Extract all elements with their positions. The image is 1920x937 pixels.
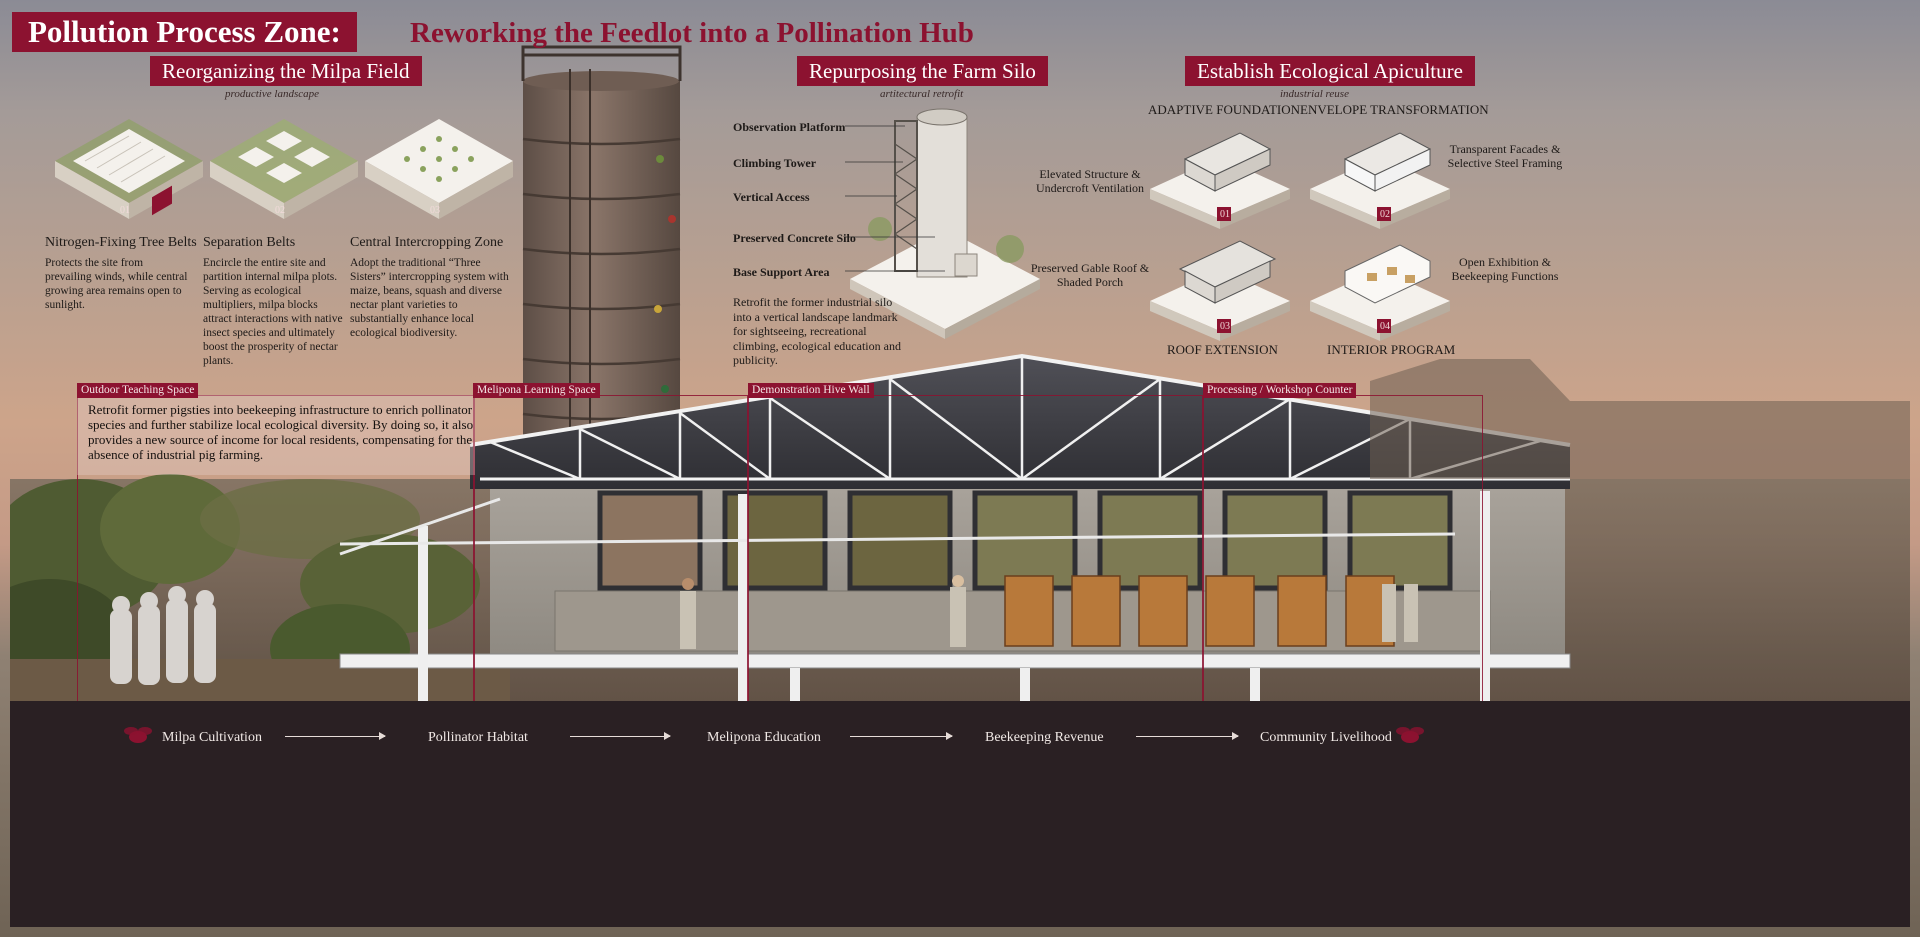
silo-diagram [845,108,1040,339]
barn-building [339,353,1571,718]
vegetation-left [10,474,510,704]
silo-label-vertical: Vertical Access [733,190,810,204]
background-scenery [10,45,1910,718]
milpa-num-01: 01 [120,205,130,216]
zone-hive-wall [748,395,1203,705]
milpa-item-desc-01: Protects the site from prevailing winds,… [45,257,188,311]
flow-bar [10,701,1910,927]
apiculture-num-02: 02 [1380,209,1390,220]
zone-melipona-learning [473,395,748,705]
silo-label-preserved: Preserved Concrete Silo [733,231,856,245]
apiculture-diagram-02 [1310,132,1450,229]
silo-label-observation: Observation Platform [733,120,846,134]
zone-tag-melipona-learning: Melipona Learning Space [473,383,600,398]
milpa-num-02: 02 [275,205,285,216]
flow-step-melipona: Melipona Education [707,730,821,745]
page-subtitle: Reworking the Feedlot into a Pollination… [410,17,974,49]
milpa-item-desc-02: Encircle the entire site and partition i… [203,257,343,367]
silo-description: Retrofit the former industrial silo into… [733,295,901,367]
zone-processing [1203,395,1483,705]
flow-arrow-4 [1136,732,1239,740]
teaching-text-panel [77,395,475,475]
milpa-item-desc-03: Adopt the traditional “Three Sisters” in… [350,257,509,339]
milpa-item-name-01: Nitrogen-Fixing Tree Belts [45,235,197,250]
caption-adaptive-foundation: ADAPTIVE FOUNDATION [1148,102,1301,117]
teaching-description: Retrofit former pigsties into beekeeping… [88,402,474,462]
silo-label-base: Base Support Area [733,265,830,279]
milpa-num-03: 03 [430,205,440,216]
poster: Pollution Process Zone: Reworking the Fe… [10,9,1910,927]
milpa-item-name-02: Separation Belts [203,235,296,250]
apiculture-num-03: 03 [1220,321,1230,332]
flow-step-beekeeping: Beekeeping Revenue [985,730,1104,745]
milpa-tag: productive landscape [225,88,319,100]
silo-label-climbing: Climbing Tower [733,156,817,170]
flow-arrow-1 [285,732,386,740]
silo-tag: artitectural retrofit [880,88,964,100]
label-open-exhibition: Open Exhibition & Beekeeping Functions [1451,255,1559,283]
milpa-diagram-01 [55,119,203,219]
milpa-diagram-02 [210,119,358,219]
flow-step-milpa: Milpa Cultivation [162,730,262,745]
milpa-item-name-03: Central Intercropping Zone [350,235,504,250]
apiculture-num-01: 01 [1220,209,1230,220]
page-title: Pollution Process Zone: [12,12,357,52]
zone-tag-hive-wall: Demonstration Hive Wall [748,383,874,398]
beekeepers-group [110,586,216,685]
label-preserved-gable: Preserved Gable Roof & Shaded Porch [1030,261,1150,289]
milpa-diagram-03 [365,119,513,219]
apiculture-diagram-04 [1310,244,1450,341]
label-elevated-structure: Elevated Structure & Undercroft Ventilat… [1035,167,1145,195]
milpa-header: Reorganizing the Milpa Field [150,56,422,86]
apiculture-header: Establish Ecological Apiculture [1185,56,1475,86]
flow-step-pollinator: Pollinator Habitat [428,730,528,745]
caption-roof-extension: ROOF EXTENSION [1167,342,1278,357]
apiculture-tag: industrial reuse [1280,88,1349,100]
apiculture-diagram-03 [1150,240,1290,341]
bee-icon-right [1396,727,1424,743]
caption-envelope-transformation: ENVELOPE TRANSFORMATION [1300,102,1489,117]
zone-tag-outdoor-teaching: Outdoor Teaching Space [77,383,199,398]
label-transparent-facades: Transparent Facades & Selective Steel Fr… [1447,142,1563,170]
caption-interior-program: INTERIOR PROGRAM [1327,342,1456,357]
bee-icon-left [124,727,152,743]
zone-tag-processing: Processing / Workshop Counter [1203,383,1357,398]
flow-step-community: Community Livelihood [1260,730,1392,745]
apiculture-num-04: 04 [1380,321,1390,332]
flow-arrow-3 [850,732,953,740]
silo-header: Repurposing the Farm Silo [797,56,1048,86]
flow-arrow-2 [570,732,671,740]
apiculture-diagram-01 [1150,132,1290,229]
